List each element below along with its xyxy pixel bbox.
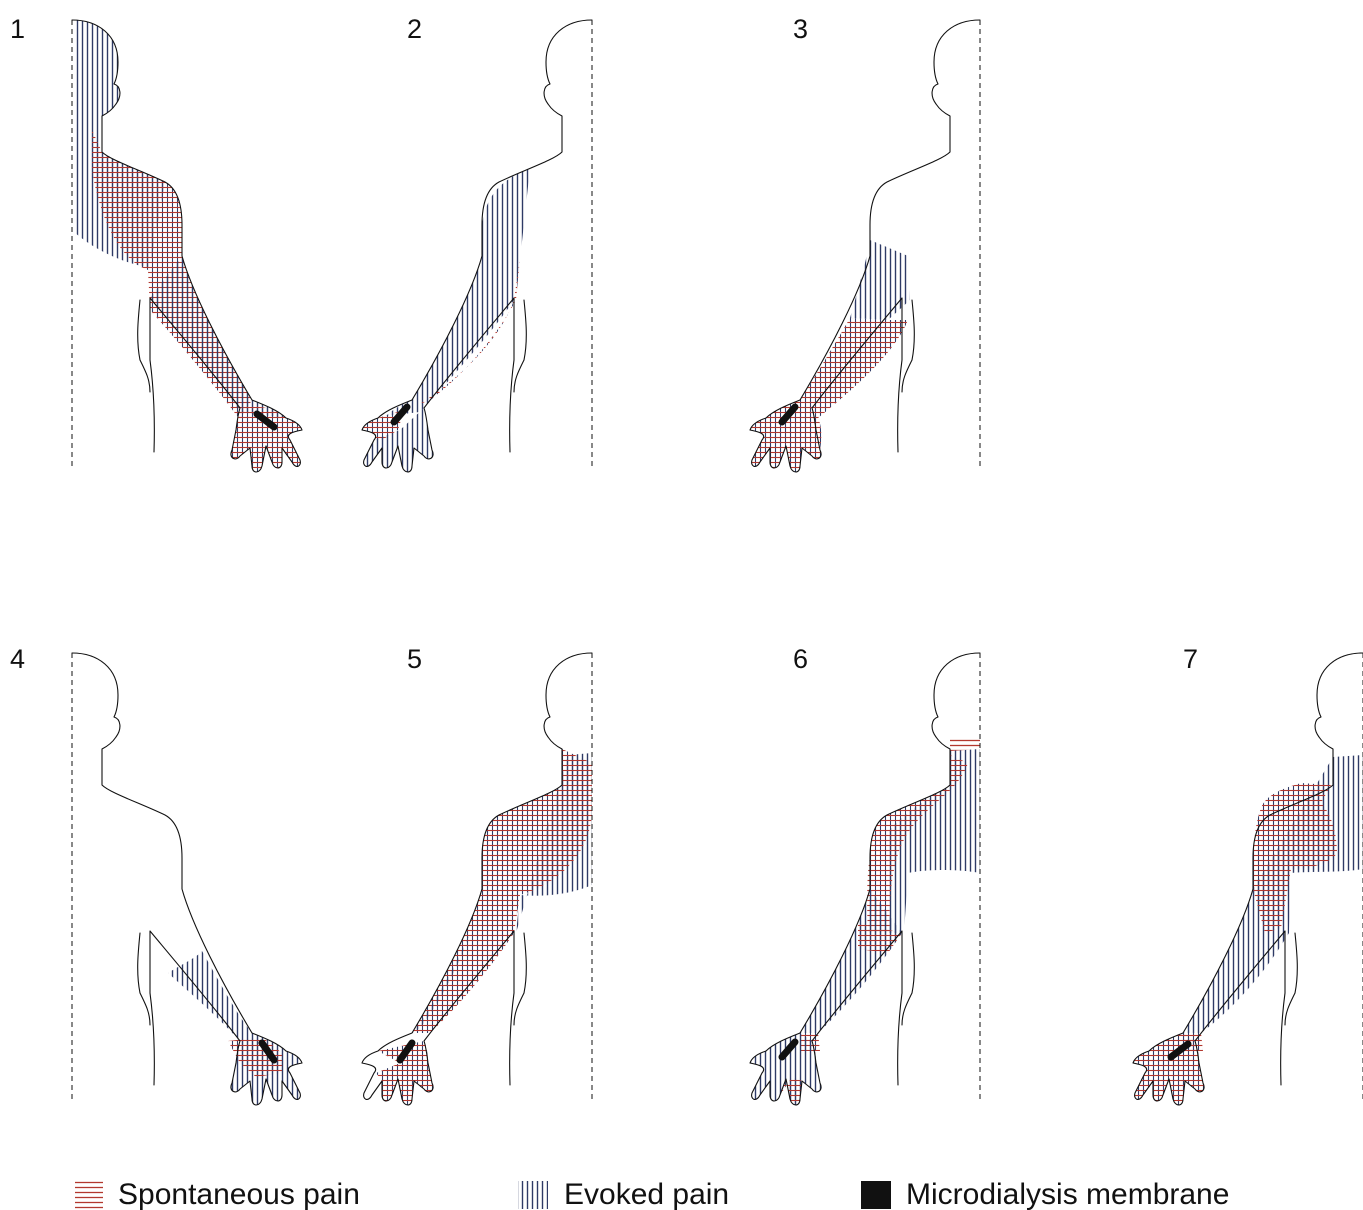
panel-1: 1 bbox=[10, 14, 302, 472]
panel-number: 4 bbox=[10, 644, 25, 674]
panel-number: 7 bbox=[1183, 644, 1198, 674]
membrane-swatch bbox=[861, 1181, 891, 1209]
evoked-region bbox=[386, 168, 530, 416]
body-outline bbox=[750, 653, 980, 1105]
spontaneous-region bbox=[950, 739, 980, 751]
panel-3: 3 bbox=[750, 14, 980, 472]
panel-5: 5 bbox=[362, 644, 592, 1105]
panel-2: 2 bbox=[362, 14, 592, 472]
legend-item-evoked: Evoked pain bbox=[518, 1178, 729, 1210]
body-outline bbox=[750, 20, 980, 472]
panel-number: 5 bbox=[407, 644, 422, 674]
panel-6: 6 bbox=[750, 644, 980, 1105]
spontaneous-evoked-region bbox=[231, 407, 302, 472]
spontaneous-evoked-region bbox=[750, 318, 908, 472]
evoked-region bbox=[150, 256, 286, 418]
body-outline bbox=[362, 20, 592, 472]
panel-number: 2 bbox=[407, 14, 422, 44]
panel-number: 6 bbox=[793, 644, 808, 674]
legend-label-evoked: Evoked pain bbox=[564, 1178, 729, 1210]
legend-item-membrane: Microdialysis membrane bbox=[861, 1178, 1229, 1210]
body-outline bbox=[72, 653, 302, 1105]
legend-item-spontaneous: Spontaneous pain bbox=[75, 1178, 360, 1210]
legend-label-spontaneous: Spontaneous pain bbox=[118, 1178, 360, 1210]
body-outline bbox=[1133, 653, 1363, 1105]
spontaneous-swatch bbox=[75, 1181, 103, 1209]
panel-number: 3 bbox=[793, 14, 808, 44]
panel-4: 4 bbox=[10, 644, 302, 1105]
legend: Spontaneous pain Evoked pain Microdialys… bbox=[75, 1178, 1229, 1210]
evoked-swatch bbox=[518, 1181, 548, 1209]
panel-number: 1 bbox=[10, 14, 25, 44]
legend-label-membrane: Microdialysis membrane bbox=[906, 1178, 1229, 1210]
evoked-region bbox=[850, 240, 910, 320]
panel-7: 7 bbox=[1133, 644, 1363, 1105]
